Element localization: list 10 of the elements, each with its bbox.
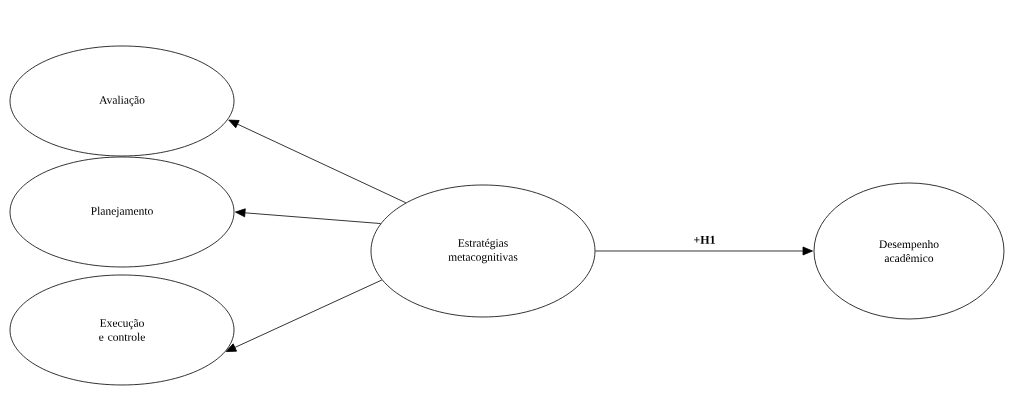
edge-label: +H1 — [692, 234, 717, 245]
arrow — [235, 208, 382, 224]
ellipse-node: Desempenho acadêmico — [813, 182, 1005, 320]
ellipse-node: Estratégias metacognitivas — [370, 184, 596, 318]
ellipse-node: Planejamento — [9, 156, 235, 268]
ellipse-node: Execução e controle — [9, 274, 235, 386]
arrow — [228, 119, 407, 204]
ellipse-node: Avaliação — [9, 45, 235, 157]
arrow — [595, 246, 813, 256]
arrow — [225, 279, 383, 352]
